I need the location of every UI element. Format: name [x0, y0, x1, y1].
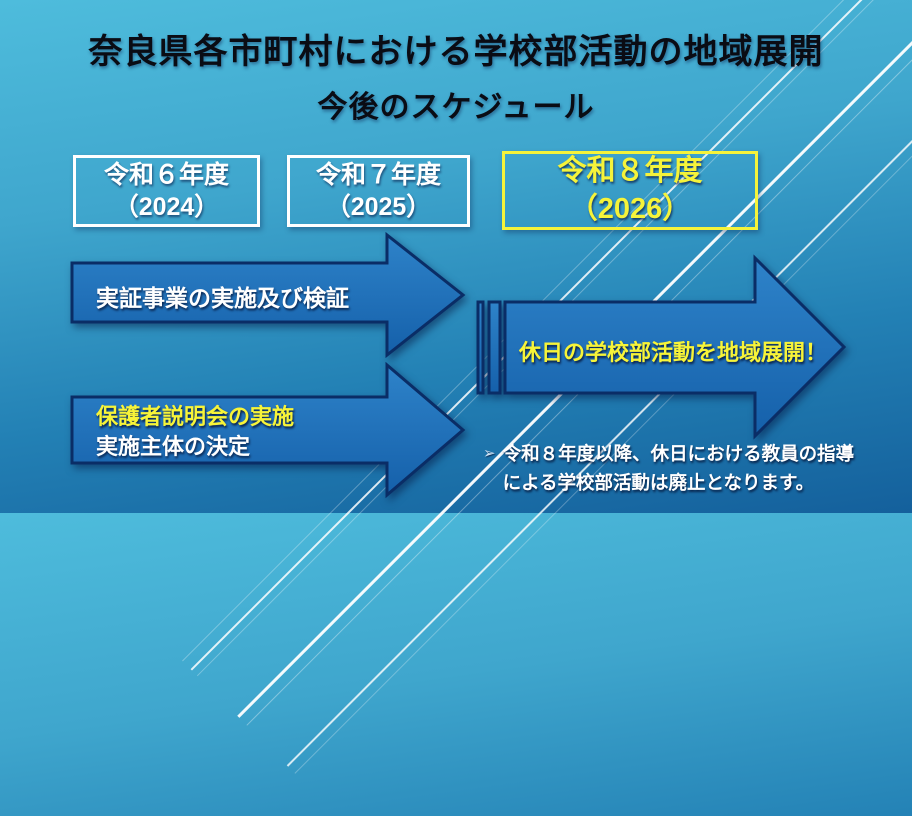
fiscal-year-western: （2025） [325, 193, 432, 221]
fiscal-year-box-2026-highlighted: 令和８年度 （2026） [502, 151, 758, 230]
fiscal-year-era: 令和８年度 [557, 155, 703, 188]
preparation-arrow-label-1: 保護者説明会の実施 [96, 404, 295, 429]
preparation-arrow-label-2: 実施主体の決定 [96, 434, 251, 459]
fiscal-year-era: 令和７年度 [315, 161, 441, 189]
arrowhead-bullet-icon: ➢ [483, 445, 496, 462]
abolition-note-text: 令和８年度以降、休日における教員の指導 による学校部活動は廃止となります。 [503, 440, 855, 497]
slide-title: 奈良県各市町村における学校部活動の地域展開 [88, 33, 824, 71]
abolition-note-line-1: 令和８年度以降、休日における教員の指導 [502, 443, 855, 464]
abolition-note-line-2: による学校部活動は廃止となります。 [502, 471, 815, 493]
regional-expansion-arrow-label: 休日の学校部活動を地域展開！ [518, 340, 827, 365]
fiscal-year-era: 令和６年度 [103, 161, 229, 189]
demo-project-arrow-label: 実証事業の実施及び検証 [96, 285, 349, 311]
slide-subtitle: 今後のスケジュール [317, 91, 595, 124]
slide: 奈良県各市町村における学校部活動の地域展開 今後のスケジュール 令和６年度 （2… [70, 33, 893, 499]
abolition-note: ➢ 令和８年度以降、休日における教員の指導 による学校部活動は廃止となります。 [483, 440, 893, 497]
fiscal-year-box-2024: 令和６年度 （2024） [73, 155, 260, 227]
fiscal-year-western: （2024） [113, 193, 220, 221]
fiscal-year-box-2025: 令和７年度 （2025） [287, 155, 470, 227]
fiscal-year-western: （2026） [568, 192, 692, 225]
